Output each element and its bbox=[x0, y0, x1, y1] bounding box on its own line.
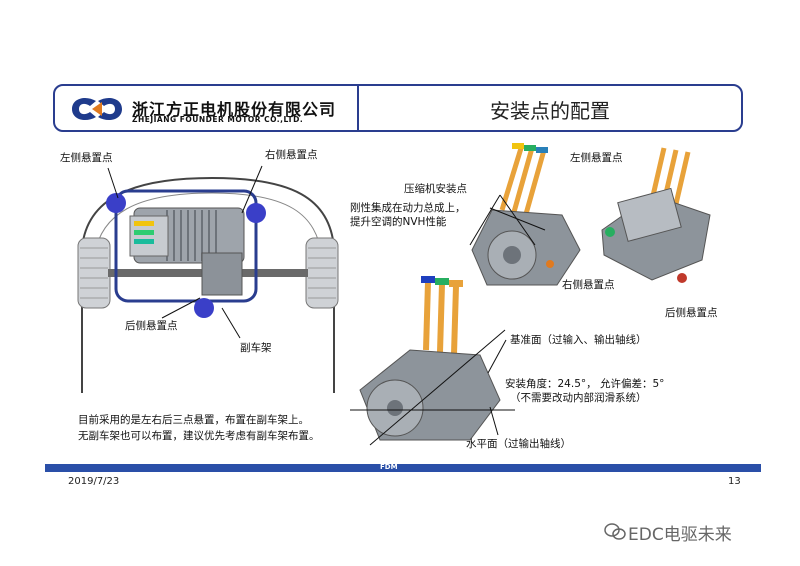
vehicle-mount-diagram bbox=[77, 165, 339, 393]
rear-mount-label-2: 后侧悬置点 bbox=[665, 307, 718, 319]
left-mount-label: 左侧悬置点 bbox=[60, 152, 113, 164]
footer-date: 2019/7/23 bbox=[68, 476, 120, 487]
mount-note-line1: 目前采用的是左右后三点悬置，布置在副车架上。 bbox=[78, 414, 309, 426]
rigid-integration-line2: 提升空调的NVH性能 bbox=[350, 216, 447, 228]
install-angle-label: 安装角度：24.5°， 允许偏差：5° bbox=[505, 378, 665, 390]
left-mount-label-2: 左侧悬置点 bbox=[570, 152, 623, 164]
gearbox-angle-diagram bbox=[350, 276, 515, 446]
right-mount-label-2: 右侧悬置点 bbox=[562, 279, 615, 291]
gearbox-compressor-diagram bbox=[471, 143, 581, 286]
company-logo-icon bbox=[72, 97, 122, 121]
page-number: 13 bbox=[728, 476, 741, 487]
subframe-label: 副车架 bbox=[240, 342, 272, 354]
footer-bar bbox=[45, 464, 761, 472]
right-mount-label: 右侧悬置点 bbox=[265, 149, 318, 161]
rigid-integration-line1: 刚性集成在动力总成上， bbox=[350, 202, 466, 214]
plane-leader-lines bbox=[487, 339, 507, 436]
company-name-cn: 浙江方正电机股份有限公司 bbox=[132, 100, 337, 119]
lubrication-note-label: （不需要改动内部润滑系统） bbox=[510, 392, 647, 404]
header-divider bbox=[357, 86, 359, 130]
compressor-mount-label: 压缩机安装点 bbox=[404, 183, 467, 195]
motor-assembly-diagram bbox=[601, 147, 711, 283]
horizontal-plane-label: 水平面（过输出轴线） bbox=[466, 438, 571, 450]
slide-title: 安装点的配置 bbox=[490, 99, 610, 123]
mount-note-line2: 无副车架也可以布置，建议优先考虑有副车架布置。 bbox=[78, 430, 320, 442]
reference-plane-label: 基准面（过输入、输出轴线） bbox=[510, 334, 647, 346]
watermark-text: EDC电驱未来 bbox=[628, 525, 732, 545]
compressor-leader-lines bbox=[469, 194, 546, 246]
title-header bbox=[53, 84, 743, 132]
wechat-icon bbox=[604, 523, 626, 540]
company-name-en: ZHEJIANG FOUNDER MOTOR CO.,LTD. bbox=[132, 115, 304, 124]
rear-mount-label: 后侧悬置点 bbox=[125, 320, 178, 332]
footer-center-text: FDM bbox=[380, 463, 398, 471]
